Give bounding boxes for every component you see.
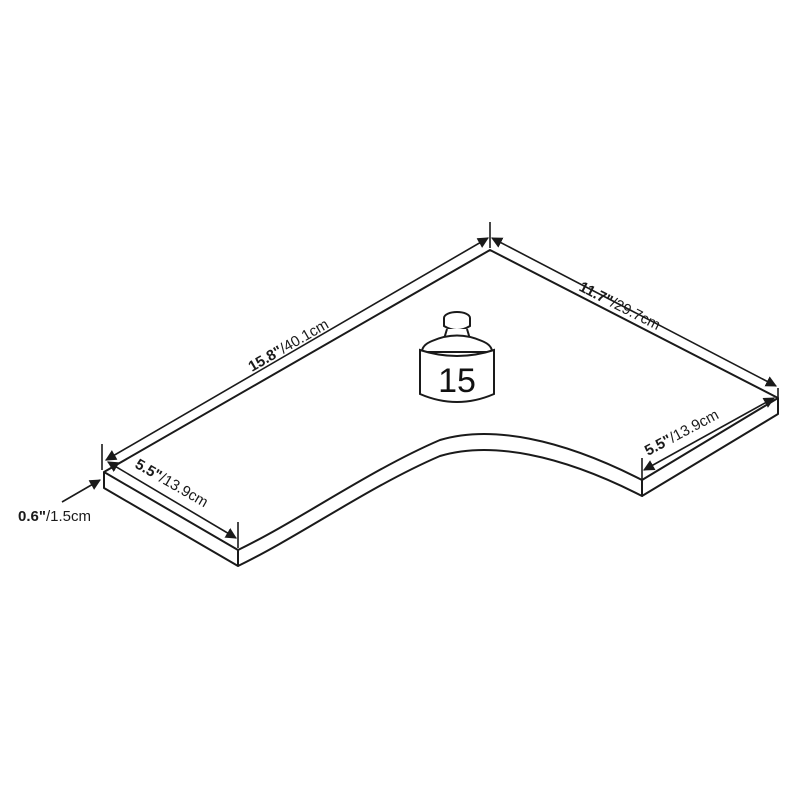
weight-value: 15 <box>438 362 476 400</box>
thickness-label: 0.6"/1.5cm <box>18 508 91 525</box>
thickness-leader-line <box>61 479 101 503</box>
shelf-inner-curve-face <box>237 448 643 567</box>
left-depth-dimension-line <box>107 461 237 539</box>
dimension-lines <box>61 222 779 548</box>
top-length-dimension-line <box>105 237 489 461</box>
corner-shelf <box>103 249 779 567</box>
right-depth-dimension-line <box>643 397 775 471</box>
right-length-dimension-line <box>491 237 777 387</box>
weight-capacity-icon: 15 <box>419 311 495 403</box>
right-length-label: 11.7"/29.7cm <box>576 278 663 333</box>
